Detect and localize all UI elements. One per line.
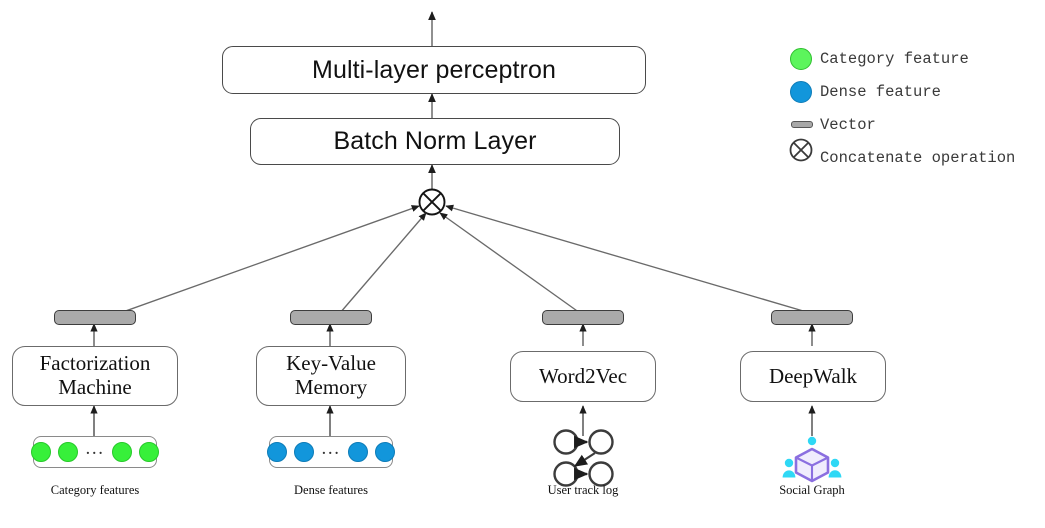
caption-dense-features: Dense features [294,483,368,497]
legend-label-vector: Vector [820,115,876,134]
category-feature-dot [30,442,51,462]
feed-line-deepwalk [445,204,811,314]
module-key-value-memory[interactable]: Key-Value Memory [256,346,406,406]
category-feature-dot [139,442,160,462]
dense-feature-dot [266,442,287,462]
vector-bar-key-value-memory [290,310,372,325]
module-fm-line1: Factorization [39,351,151,376]
module-dw-label: DeepWalk [768,363,858,388]
feed-line-word2vec [439,212,581,314]
legend-item-dense-feature: Dense feature [790,75,1040,108]
caption-user-track-log: User track log [547,483,619,497]
user-track-log-icon [553,429,614,487]
caption-category-features: Category features [50,483,140,497]
vector-bar-word2vec [542,310,624,325]
vector-bar-deepwalk [771,310,853,325]
dense-features-box: … [266,436,396,468]
module-kvm-line2: Memory [294,375,368,399]
dense-feature-dot [375,442,396,462]
blue-circle-icon [790,80,820,103]
dense-feature-dot [293,442,314,462]
category-feature-dot [57,442,78,462]
module-kvm-line1: Key-Value [286,351,376,376]
mlp-label: Multi-layer perceptron [312,55,556,84]
module-word2vec[interactable]: Word2Vec [510,351,656,402]
module-deepwalk[interactable]: DeepWalk [740,351,886,402]
feed-line-key-value-memory [339,212,427,314]
module-fm-line2: Machine [58,375,132,399]
batch-norm-box[interactable]: Batch Norm Layer [250,118,620,165]
ellipsis: … [320,438,342,459]
caption-social-graph: Social Graph [779,483,845,497]
legend-item-vector: Vector [790,108,1040,141]
green-circle-icon [790,47,820,70]
legend-label-concatenate-operation: Concatenate operation [820,148,1016,167]
category-feature-dot [112,442,133,462]
ellipsis: … [84,438,106,459]
dense-feature-dot [348,442,369,462]
mlp-box[interactable]: Multi-layer perceptron [222,46,646,94]
legend: Category feature Dense feature Vector Co… [790,42,1040,174]
category-features-box: … [30,436,160,468]
module-w2v-label: Word2Vec [538,363,628,388]
gray-bar-icon [790,121,820,128]
vector-bar-factorization-machine [54,310,136,325]
concatenate-operation-node [418,188,446,216]
module-factorization-machine[interactable]: Factorization Machine [12,346,178,406]
legend-item-concatenate-operation: Concatenate operation [790,141,1040,174]
legend-label-dense-feature: Dense feature [820,82,941,101]
batch-norm-label: Batch Norm Layer [333,127,537,155]
social-graph-icon [782,436,842,483]
legend-label-category-feature: Category feature [820,49,969,68]
legend-item-category-feature: Category feature [790,42,1040,75]
feed-line-factorization-machine [119,205,420,314]
